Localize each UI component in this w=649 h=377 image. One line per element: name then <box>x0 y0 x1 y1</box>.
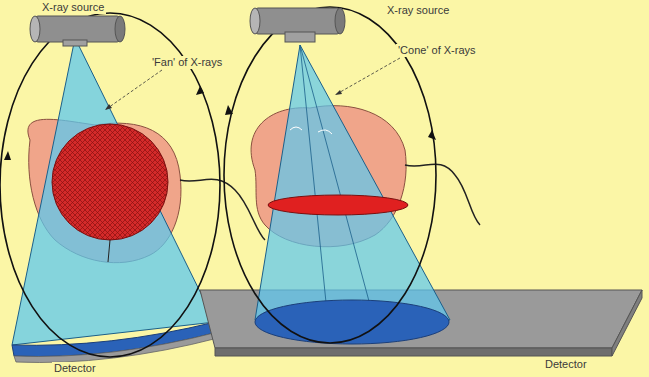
x-ray-tube <box>255 8 340 34</box>
scanned-volume <box>268 195 408 215</box>
beam-label: 'Cone' of X-rays <box>396 44 478 57</box>
fan-beam <box>12 38 215 345</box>
leader-line <box>105 70 162 110</box>
detector-label: Detector <box>543 358 589 371</box>
leader-line <box>335 58 400 95</box>
scanned-slice <box>52 124 168 240</box>
detector-label: Detector <box>52 362 98 375</box>
cable <box>180 179 265 240</box>
beam-label: 'Fan' of X-rays <box>150 56 224 69</box>
source-label: X-ray source <box>40 1 106 14</box>
source-label: X-ray source <box>385 4 451 17</box>
cone-footprint <box>255 300 449 344</box>
cable <box>405 164 480 225</box>
rotation-path <box>224 7 436 343</box>
x-ray-tube <box>35 16 120 42</box>
